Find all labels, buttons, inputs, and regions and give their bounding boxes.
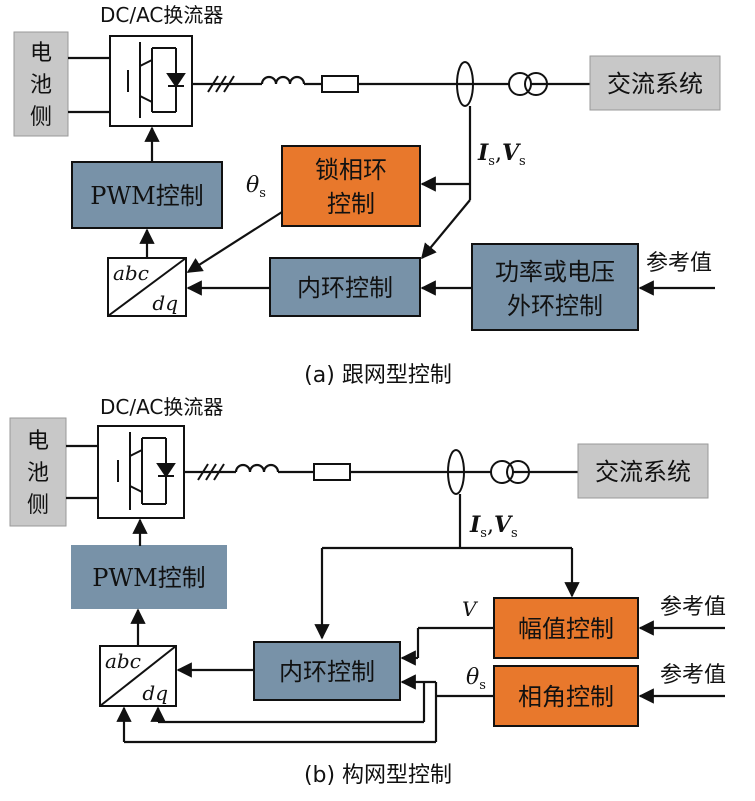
- abc-dq-diagonal-b: [99, 645, 177, 707]
- battery-side-box-b: [9, 417, 67, 527]
- pll-label-line1: 锁相环: [315, 156, 387, 184]
- diagram-a: DC/AC换流器 电 池 侧: [13, 3, 721, 388]
- battery-char-2-b: 池: [27, 461, 49, 486]
- abc-dq-diagonal-a: [107, 257, 187, 317]
- abc-label-a: abc: [113, 261, 149, 285]
- converter-title-b: DC/AC换流器: [100, 395, 223, 419]
- ref2-label-b: 参考值: [660, 663, 726, 688]
- pll-box-a: [281, 145, 421, 227]
- resistor-icon-b: [313, 463, 351, 481]
- v-label-b: V: [462, 597, 479, 621]
- transformer-coil-2-b: [506, 460, 530, 484]
- outer-loop-label-line1: 功率或电压: [495, 258, 615, 286]
- battery-side-box-a: [13, 31, 69, 137]
- pwm-label-a: PWM控制: [90, 182, 203, 210]
- dq-label-b: dq: [142, 681, 168, 705]
- battery-char-3-a: 侧: [30, 105, 52, 130]
- meas-to-inner-arrow-a: [421, 199, 471, 260]
- theta-label-a: θs: [246, 173, 266, 201]
- battery-char-1-a: 电: [30, 41, 52, 66]
- three-phase-icon-a: [207, 75, 235, 93]
- abc-label-b: abc: [105, 649, 141, 673]
- current-sensor-icon-a: [456, 61, 474, 107]
- dq-label-a: dq: [152, 291, 178, 315]
- theta-to-abc-arrow-a: [186, 211, 283, 273]
- pwm-label-b: PWM控制: [92, 564, 205, 592]
- pwm-box-a: [71, 161, 223, 229]
- phase-ctrl-label-b: 相角控制: [518, 683, 614, 711]
- ac-system-label-a: 交流系统: [607, 70, 703, 98]
- inductor-icon-a: [260, 75, 306, 85]
- caption-b: (b) 构网型控制: [304, 763, 452, 788]
- inner-loop-box-a: [269, 257, 421, 317]
- battery-char-1-b: 电: [27, 429, 49, 454]
- ref-label-a: 参考值: [646, 251, 712, 276]
- is-vs-label-b: Is,Vs: [469, 512, 518, 541]
- converter-title-a: DC/AC换流器: [100, 3, 223, 27]
- pll-label-line2: 控制: [327, 190, 375, 218]
- current-sensor-icon-b: [447, 449, 465, 495]
- diagram-b: DC/AC换流器 电 池 侧: [9, 395, 726, 788]
- ref1-label-b: 参考值: [660, 595, 726, 620]
- transformer-coil-2-a: [524, 72, 548, 96]
- amp-ctrl-label-b: 幅值控制: [518, 615, 614, 643]
- ac-system-label-b: 交流系统: [595, 458, 691, 486]
- ac-system-box-a: [589, 55, 721, 111]
- caption-a: (a) 跟网型控制: [304, 363, 452, 388]
- amp-ctrl-box-b: [493, 597, 639, 659]
- igbt-icon-a: [127, 42, 186, 118]
- is-vs-label-a: Is,Vs: [477, 140, 526, 169]
- resistor-icon-a: [321, 75, 359, 93]
- phase-ctrl-box-b: [493, 665, 639, 727]
- inner-loop-label-b: 内环控制: [279, 658, 375, 686]
- theta-label-b: θs: [466, 665, 486, 693]
- inner-loop-label-a: 内环控制: [297, 274, 393, 302]
- pwm-box-b: [71, 545, 227, 609]
- inner-loop-box-b: [253, 641, 401, 701]
- outer-loop-box-a: [471, 243, 639, 331]
- ac-system-box-b: [577, 443, 709, 499]
- battery-char-2-a: 池: [30, 73, 52, 98]
- outer-loop-label-line2: 外环控制: [507, 292, 603, 320]
- three-phase-icon-b: [197, 463, 225, 481]
- battery-char-3-b: 侧: [27, 493, 49, 518]
- inductor-icon-b: [234, 463, 280, 473]
- igbt-icon-b: [117, 432, 176, 510]
